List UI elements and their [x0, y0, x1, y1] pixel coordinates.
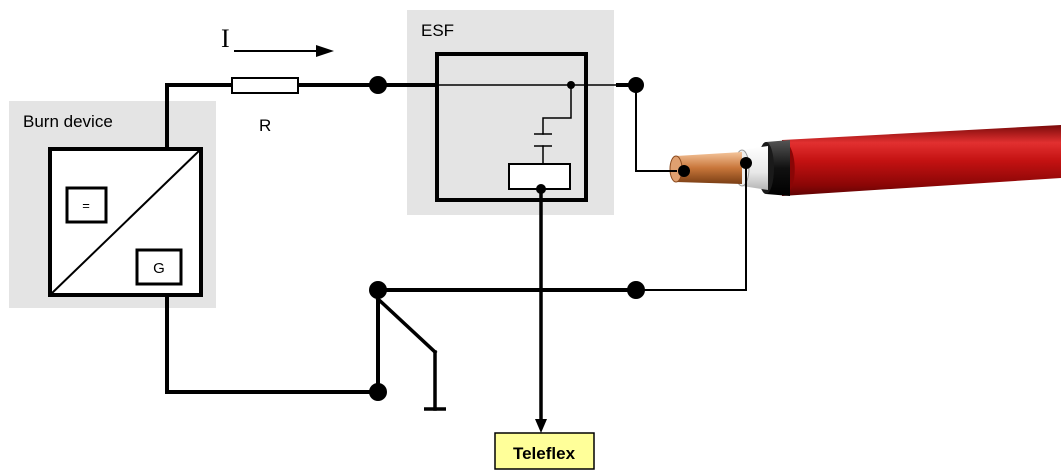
capacitor-icon [534, 133, 552, 147]
junction-node [536, 184, 546, 194]
generator-box [135, 248, 183, 286]
junction-node [628, 77, 644, 93]
junction-node [678, 165, 690, 177]
current-arrow [234, 45, 334, 57]
resistor-label: R [259, 116, 271, 135]
teleflex-arrowhead [535, 419, 547, 433]
esf-label: ESF [421, 21, 454, 40]
teleflex-label: Teleflex [513, 444, 576, 463]
wires [165, 83, 747, 422]
junction-node [369, 76, 387, 94]
burn-device-label: Burn device [23, 112, 113, 131]
junction-node [740, 157, 752, 169]
esf-box [435, 52, 588, 202]
junction-node [567, 81, 575, 89]
generator-label: G [153, 260, 165, 277]
resistor [231, 77, 299, 94]
dc-source-box [65, 186, 108, 224]
junction-node [627, 281, 645, 299]
junction-node [369, 383, 387, 401]
dc-symbol-label: = [82, 198, 90, 213]
current-label: I [221, 24, 230, 53]
burn-device-box [48, 147, 203, 297]
coaxial-cable-icon [669, 125, 1061, 196]
junction-nodes [369, 76, 752, 401]
junction-node [369, 281, 387, 299]
teleflex-box [494, 432, 595, 470]
